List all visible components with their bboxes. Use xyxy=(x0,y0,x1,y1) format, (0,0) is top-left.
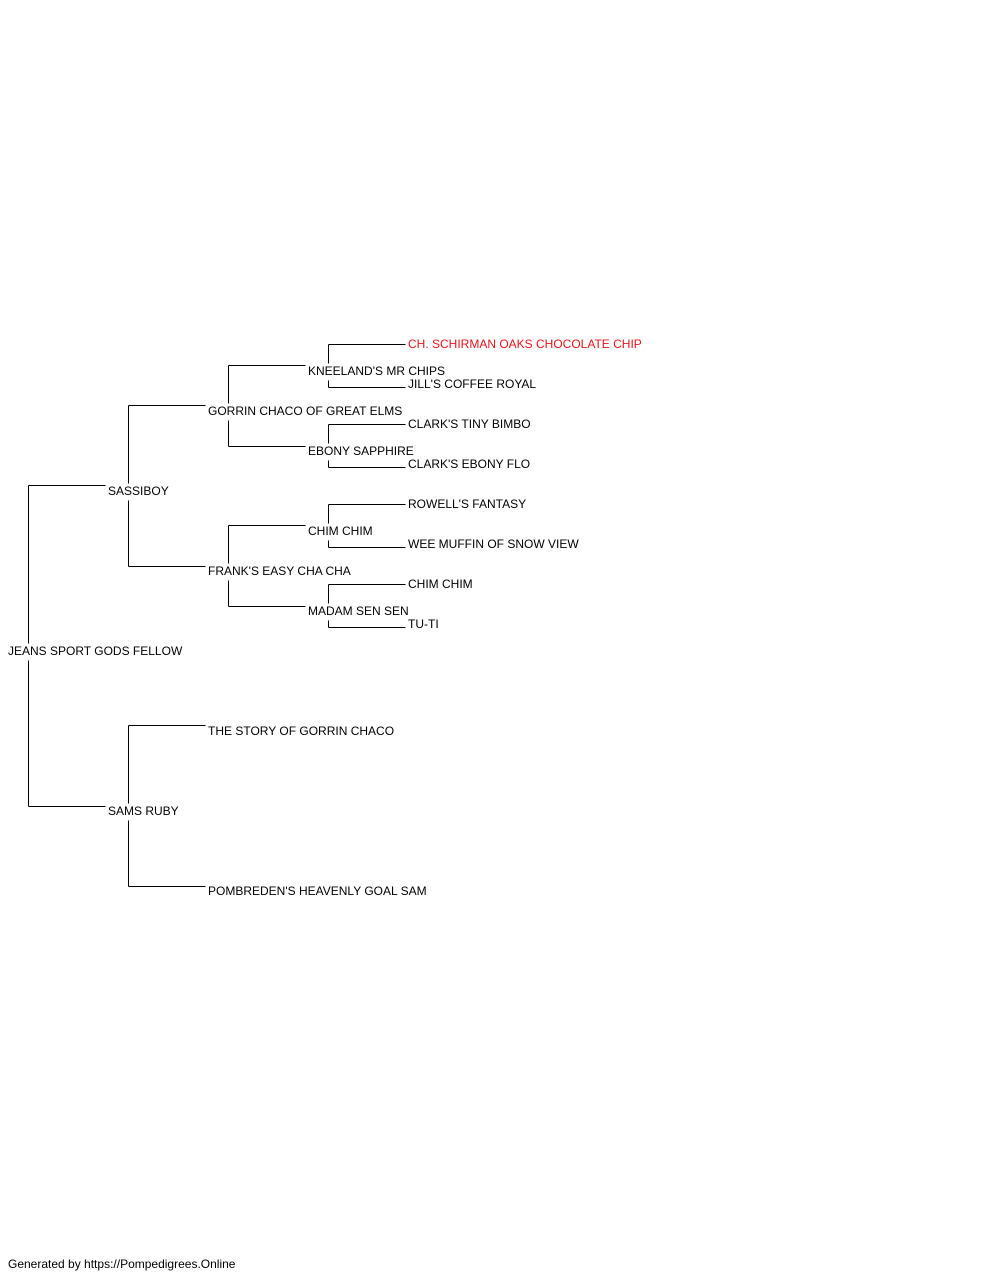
pedigree-node-gen3: MADAM SEN SEN xyxy=(308,604,409,618)
pedigree-node-gen4: JILL'S COFFEE ROYAL xyxy=(408,377,537,391)
pedigree-node-gen3: KNEELAND'S MR CHIPS xyxy=(308,364,445,378)
pedigree-node-gen1: SASSIBOY xyxy=(108,484,169,498)
pedigree-node-gen2: GORRIN CHACO OF GREAT ELMS xyxy=(208,404,403,418)
pedigree-node-gen3: CHIM CHIM xyxy=(308,524,373,538)
pedigree-node-gen4: WEE MUFFIN OF SNOW VIEW xyxy=(408,537,579,551)
pedigree-node-gen2: POMBREDEN'S HEAVENLY GOAL SAM xyxy=(208,884,427,898)
pedigree-node-gen4: ROWELL'S FANTASY xyxy=(408,497,527,511)
pedigree-node-gen4: TU-TI xyxy=(408,617,439,631)
pedigree-node-gen4: CH. SCHIRMAN OAKS CHOCOLATE CHIP xyxy=(408,337,642,351)
pedigree-node-gen2: FRANK'S EASY CHA CHA xyxy=(208,564,351,578)
pedigree-node-gen2: THE STORY OF GORRIN CHACO xyxy=(208,724,395,738)
pedigree-node-gen4: CHIM CHIM xyxy=(408,577,473,591)
pedigree-node-gen4: CLARK'S EBONY FLO xyxy=(408,457,531,471)
pedigree-node-gen1: SAMS RUBY xyxy=(108,804,179,818)
pedigree-node-gen3: EBONY SAPPHIRE xyxy=(308,444,414,458)
pedigree-node-gen4: CLARK'S TINY BIMBO xyxy=(408,417,531,431)
generated-by-footer: Generated by https://Pompedigrees.Online xyxy=(8,1257,236,1271)
pedigree-node-gen0: JEANS SPORT GODS FELLOW xyxy=(8,644,183,658)
